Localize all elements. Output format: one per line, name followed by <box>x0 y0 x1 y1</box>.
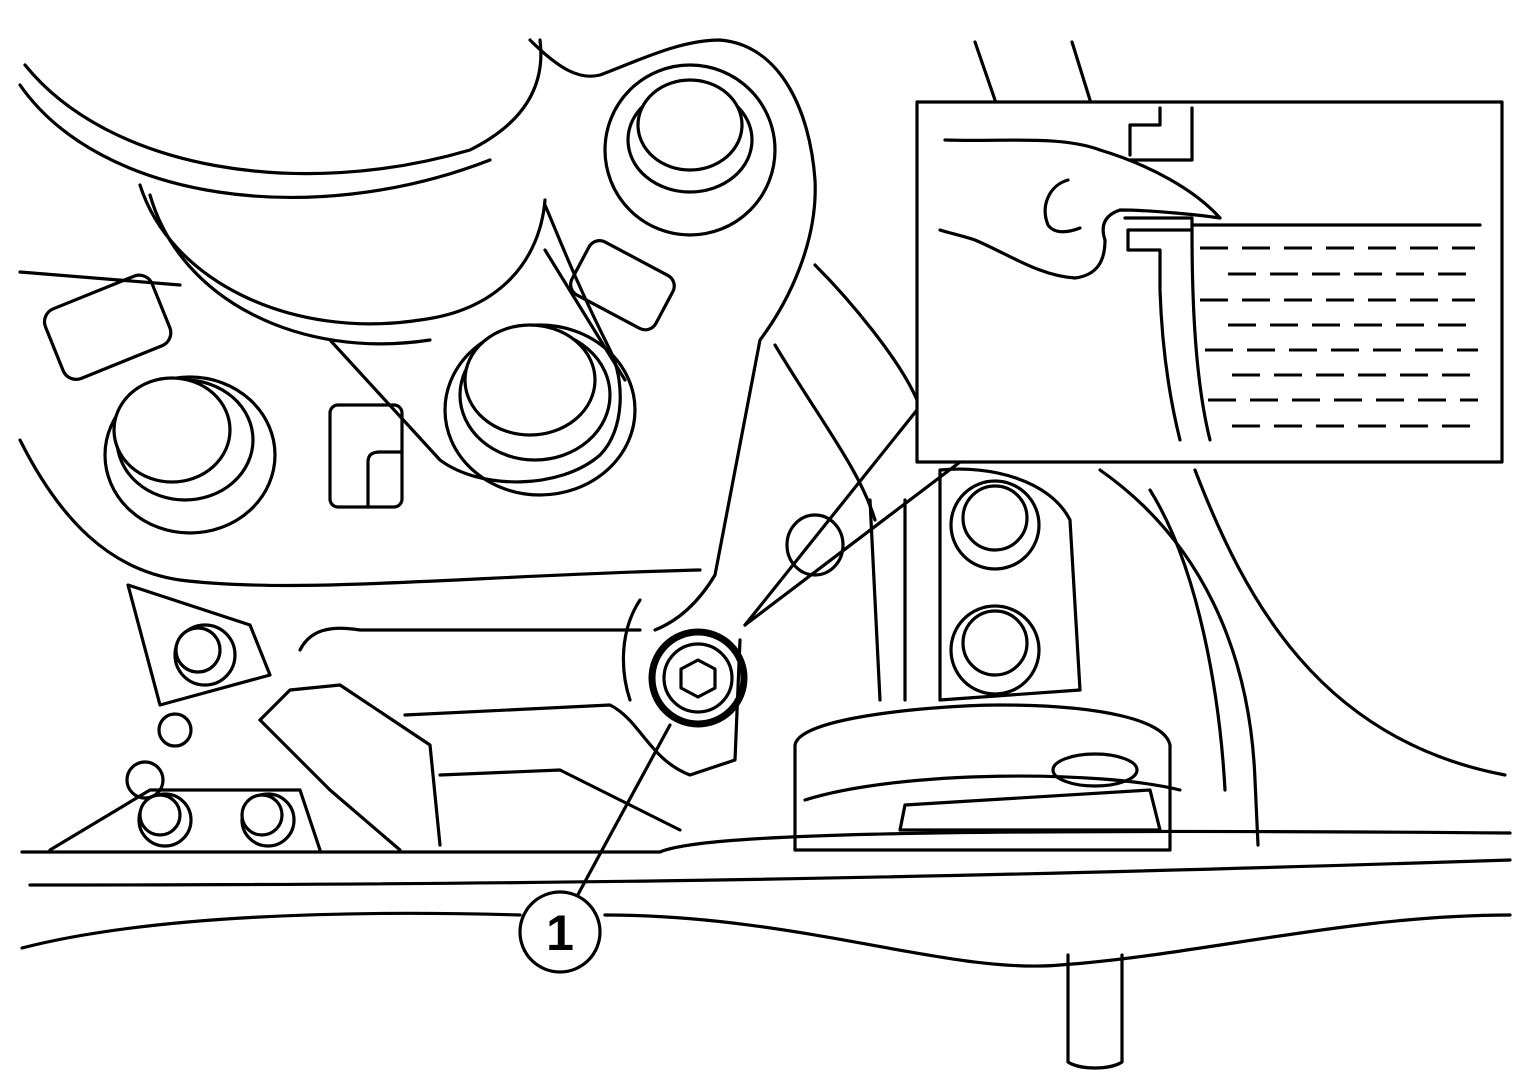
housing-inner-arc <box>138 183 547 326</box>
frame-curve-1 <box>813 263 919 402</box>
crossmember-top <box>20 829 1512 854</box>
sensor-boss <box>328 403 404 509</box>
mount-bolt-lower <box>961 609 1029 677</box>
pan-floor-edge <box>438 768 682 832</box>
mount-bolt-lower-ring <box>949 604 1041 696</box>
insulator-ring <box>803 774 1182 802</box>
sensor-boss-inner <box>366 450 404 507</box>
crossmember-stud <box>1066 953 1124 1070</box>
lower-mount-plate <box>48 788 322 852</box>
bolt-center <box>443 323 637 497</box>
pan-rib-1 <box>258 683 442 847</box>
drain-plug-hex-socket <box>679 658 717 699</box>
inset-fluid <box>1200 246 1478 428</box>
housing-inner-arc-2 <box>148 193 432 346</box>
inset-hole-wall-upper <box>1128 106 1194 162</box>
callout-circle <box>518 890 602 974</box>
mount-bolt-upper <box>961 484 1029 552</box>
small-stud-1 <box>157 712 193 748</box>
callout-1: 1 <box>518 723 672 974</box>
frame-line-1 <box>973 40 997 102</box>
bolt-left <box>103 375 277 535</box>
transaxle-assembly <box>18 38 1512 1070</box>
housing-outer-arc <box>23 38 543 176</box>
inset-case-wall <box>1190 228 1212 442</box>
mount-bracket-sides <box>868 498 907 702</box>
bracket-arm-edge <box>543 248 627 382</box>
inset-frame <box>915 100 1504 464</box>
inset-finger <box>938 138 1222 280</box>
frame-line-2 <box>1070 40 1092 102</box>
inset-leader-upper <box>743 408 919 627</box>
bracket-arm-outline <box>328 203 622 484</box>
lower-bracket-plate <box>126 583 272 707</box>
pan-rib-2 <box>258 718 402 852</box>
mount-bolt-upper-ring <box>949 479 1041 571</box>
pan-side-edge <box>403 638 742 777</box>
lower-bolt-1-head <box>138 793 182 837</box>
inset-hole-wall-lower <box>1123 216 1194 442</box>
pan-upper-edge <box>298 626 642 652</box>
boss-pad-left <box>42 273 173 381</box>
boss-pad-right <box>569 239 676 332</box>
insulator-body <box>793 703 1172 852</box>
callout-leader <box>573 723 672 902</box>
inset-finger-knuckle <box>1043 178 1082 234</box>
housing-parting-line <box>18 270 182 287</box>
frame-curve-3 <box>1098 468 1260 847</box>
filler-plug <box>785 513 845 577</box>
lower-bolt-2-head <box>240 793 284 837</box>
insulator-lug <box>898 788 1162 832</box>
housing-outer-arc-2 <box>18 83 492 199</box>
mount-bracket-plate <box>938 467 1082 702</box>
drain-boss-outline <box>621 598 642 702</box>
inset-fluid-level-view <box>915 100 1504 464</box>
bolt-upper <box>603 63 777 237</box>
inset-leader-lower <box>743 460 962 627</box>
crossmember-lower-edge <box>20 911 1512 968</box>
crossmember-upper-edge <box>28 858 1512 887</box>
housing-flange-outline <box>528 38 817 632</box>
frame-curve-4 <box>1193 468 1507 777</box>
frame-curve-5 <box>1148 488 1227 792</box>
drain-plug-inner <box>662 642 734 714</box>
housing-lower-contour <box>18 438 702 588</box>
drain-plug <box>648 628 748 728</box>
frame-curve-2 <box>773 343 877 522</box>
bracket-bolt-head <box>174 626 222 674</box>
callout-number: 1 <box>546 905 574 961</box>
insulator-cap <box>1051 752 1139 788</box>
small-stud-2 <box>125 760 165 800</box>
